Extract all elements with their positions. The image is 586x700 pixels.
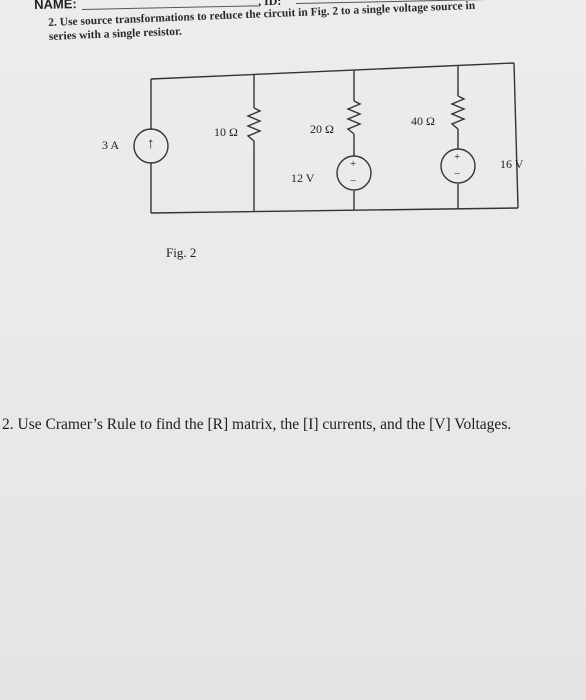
right-wire: [513, 62, 519, 209]
voltage-12v-label: 12 V: [291, 171, 315, 185]
resistor-40-ohm: [450, 95, 466, 130]
plus-sign-16v: +: [454, 151, 461, 163]
figure-caption: Fig. 2: [166, 245, 197, 260]
current-arrow-icon: ↑: [147, 136, 155, 152]
voltage-16v-label: 16 V: [500, 157, 524, 171]
question-2-text: 2. Use Cramer’s Rule to find the [R] mat…: [2, 416, 512, 433]
resistor-20-label: 20 Ω: [310, 122, 334, 136]
voltage-source-12v-circle: [336, 155, 372, 191]
current-source-label: 3 A: [102, 138, 120, 152]
top-wire: [150, 62, 515, 80]
bottom-wire: [150, 207, 519, 214]
resistor-20-ohm: [346, 100, 362, 135]
minus-sign-16v: −: [454, 168, 461, 180]
circuit-diagram: [133, 62, 519, 214]
resistor-40-label: 40 Ω: [411, 114, 435, 128]
resistor-10-label: 10 Ω: [214, 125, 238, 139]
resistor-10-ohm: [246, 107, 262, 142]
current-source-3a-circle: [133, 128, 169, 164]
minus-sign-12v: −: [350, 175, 357, 187]
plus-sign-12v: +: [350, 158, 357, 170]
voltage-source-16v-circle: [440, 148, 476, 184]
